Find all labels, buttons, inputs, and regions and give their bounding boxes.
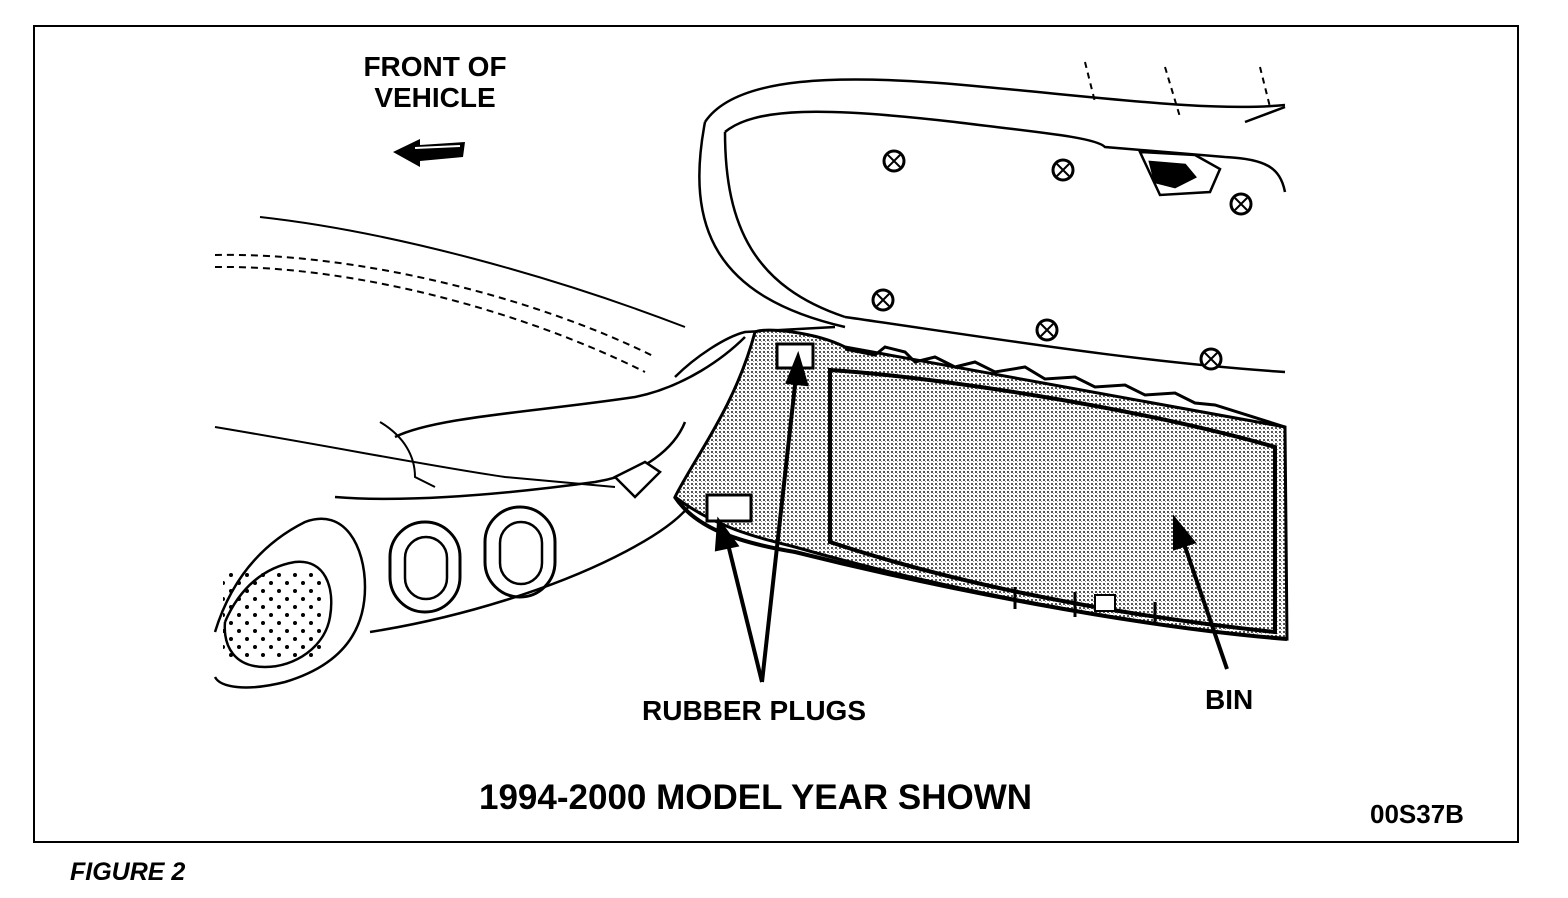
- trim-panel-left: [214, 216, 686, 488]
- front-of-vehicle-label: FRONT OF VEHICLE: [363, 51, 507, 113]
- lid-door: [698, 61, 1287, 374]
- rubber-plugs-label: RUBBER PLUGS: [642, 695, 867, 726]
- bin-label: BIN: [1205, 684, 1254, 715]
- screw-icons: [871, 149, 1253, 371]
- figure-code-label: 00S37B: [1370, 799, 1464, 829]
- front-arrow-icon: [393, 139, 465, 167]
- diagram-frame: FRONT OF VEHICLE RUBBER PLUGS BIN 1994-2…: [33, 25, 1519, 843]
- console-body: [213, 325, 836, 689]
- rubber-plug-icons: [705, 342, 815, 523]
- figure-caption: FIGURE 2: [70, 858, 186, 886]
- leader-arrows: [714, 350, 1229, 683]
- model-year-label: 1994-2000 MODEL YEAR SHOWN: [479, 778, 1033, 817]
- bin-body: [673, 328, 1289, 641]
- bin-illustration: [213, 61, 1289, 689]
